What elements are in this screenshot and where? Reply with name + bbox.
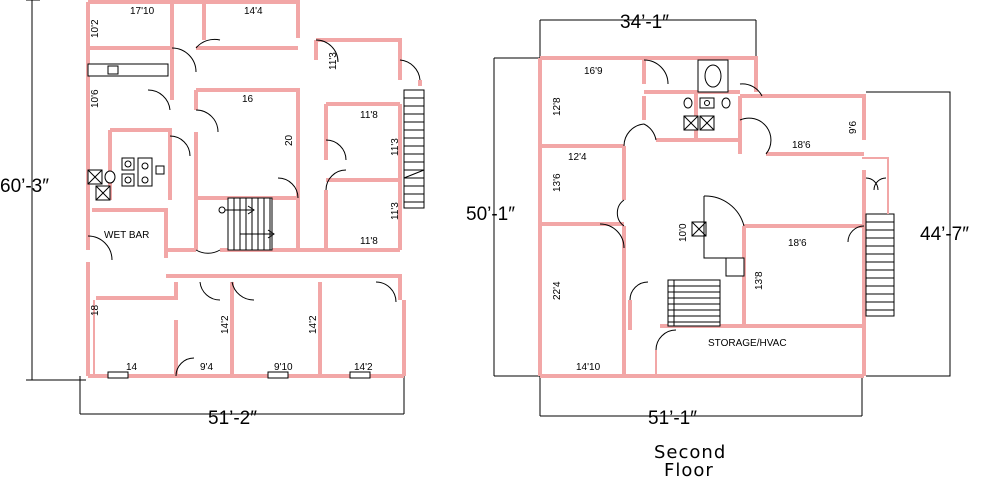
room-label-2f-right-mid-width: 18'6 bbox=[788, 238, 807, 249]
room-label-2f-top-left-height: 12'8 bbox=[552, 97, 563, 116]
first-floor-width-label: 51’-2″ bbox=[208, 408, 257, 429]
room-label-right-low-width: 11'8 bbox=[360, 236, 378, 247]
room-label-2f-bottom-left-height: 22'4 bbox=[552, 281, 563, 300]
second-floor-caption-line1: Second bbox=[654, 442, 726, 463]
second-floor-top-dimension-label: 34’-1″ bbox=[620, 12, 669, 33]
room-label-2f-right-top-height: 9'6 bbox=[848, 121, 859, 134]
room-label-bottom-r2-width: 14'2 bbox=[354, 362, 373, 373]
room-label-bottom-mid-width: 9'4 bbox=[200, 362, 213, 373]
kitchen-counter bbox=[87, 63, 169, 77]
second-floor-closet bbox=[703, 195, 745, 259]
room-label-top-mid-width: 14'4 bbox=[244, 6, 263, 17]
room-label-2f-right-mid-height: 13'8 bbox=[754, 271, 765, 290]
first-floor-bathroom-fixtures bbox=[87, 157, 165, 201]
second-floor-right-dimension-label: 44’-7″ bbox=[920, 224, 969, 245]
second-floor-dimension-lines bbox=[493, 19, 951, 417]
second-floor-bathroom-fixtures bbox=[683, 59, 745, 277]
room-label-wet-bar: WET BAR bbox=[104, 230, 149, 241]
room-label-right-upper: 11'3 bbox=[328, 52, 339, 70]
room-label-bottom-mid-height: 14'2 bbox=[220, 315, 231, 334]
room-label-top-left-width: 17'10 bbox=[130, 6, 155, 17]
room-label-bottom-r2-height: 14'2 bbox=[308, 315, 319, 334]
first-floor-right-stairs bbox=[403, 89, 425, 209]
first-floor-width-dimension-line bbox=[79, 376, 405, 415]
room-label-right-mid-width: 11'8 bbox=[360, 110, 378, 121]
second-floor-plan: 34’-1″ 50’-1″ 44’-7″ 51’-1″ 16'9 12'8 9'… bbox=[466, 12, 969, 479]
room-label-right-low-height: 11'3 bbox=[390, 202, 401, 220]
room-label-2f-right-top-width: 18'6 bbox=[792, 140, 811, 151]
room-label-bottom-r1-width: 9'10 bbox=[274, 362, 293, 373]
room-label-2f-storage: STORAGE/HVAC bbox=[708, 338, 787, 349]
first-floor-center-stairs bbox=[218, 197, 275, 251]
room-label-2f-closet-height: 10'0 bbox=[678, 223, 689, 242]
first-floor-doors bbox=[87, 38, 421, 379]
first-floor-walls bbox=[86, 0, 422, 378]
first-floor-height-label: 60’-3″ bbox=[0, 176, 49, 197]
room-label-bottom-left-height: 18 bbox=[90, 304, 101, 316]
first-floor-plan: 60’-3″ 51’-2″ 17'10 10'2 14'4 11'3 10'6 … bbox=[0, 0, 425, 429]
room-label-2f-left-mid-height: 13'6 bbox=[552, 173, 563, 192]
second-floor-bottom-dimension-label: 51’-1″ bbox=[648, 408, 697, 429]
first-floor-height-dimension-line bbox=[26, 0, 86, 381]
second-floor-left-dimension-label: 50’-1″ bbox=[466, 204, 515, 225]
room-label-2f-top-left-width: 16'9 bbox=[584, 66, 603, 77]
room-label-bottom-left-width: 14 bbox=[126, 362, 138, 373]
room-label-center-width: 16 bbox=[242, 94, 254, 105]
second-floor-center-stairs bbox=[667, 279, 721, 327]
second-floor-caption-line2: Floor bbox=[664, 460, 714, 479]
second-floor-right-stairs bbox=[862, 157, 895, 317]
room-label-2f-bottom-left-width: 14'10 bbox=[576, 362, 601, 373]
room-label-right-mid-height: 11'3 bbox=[390, 138, 401, 156]
second-floor-doors bbox=[599, 59, 887, 351]
room-label-top-left-height: 10'2 bbox=[90, 19, 101, 38]
room-label-center-height: 20 bbox=[284, 134, 295, 146]
room-label-kitchen-height: 10'6 bbox=[90, 89, 101, 108]
room-label-2f-left-mid-width: 12'4 bbox=[568, 152, 587, 163]
